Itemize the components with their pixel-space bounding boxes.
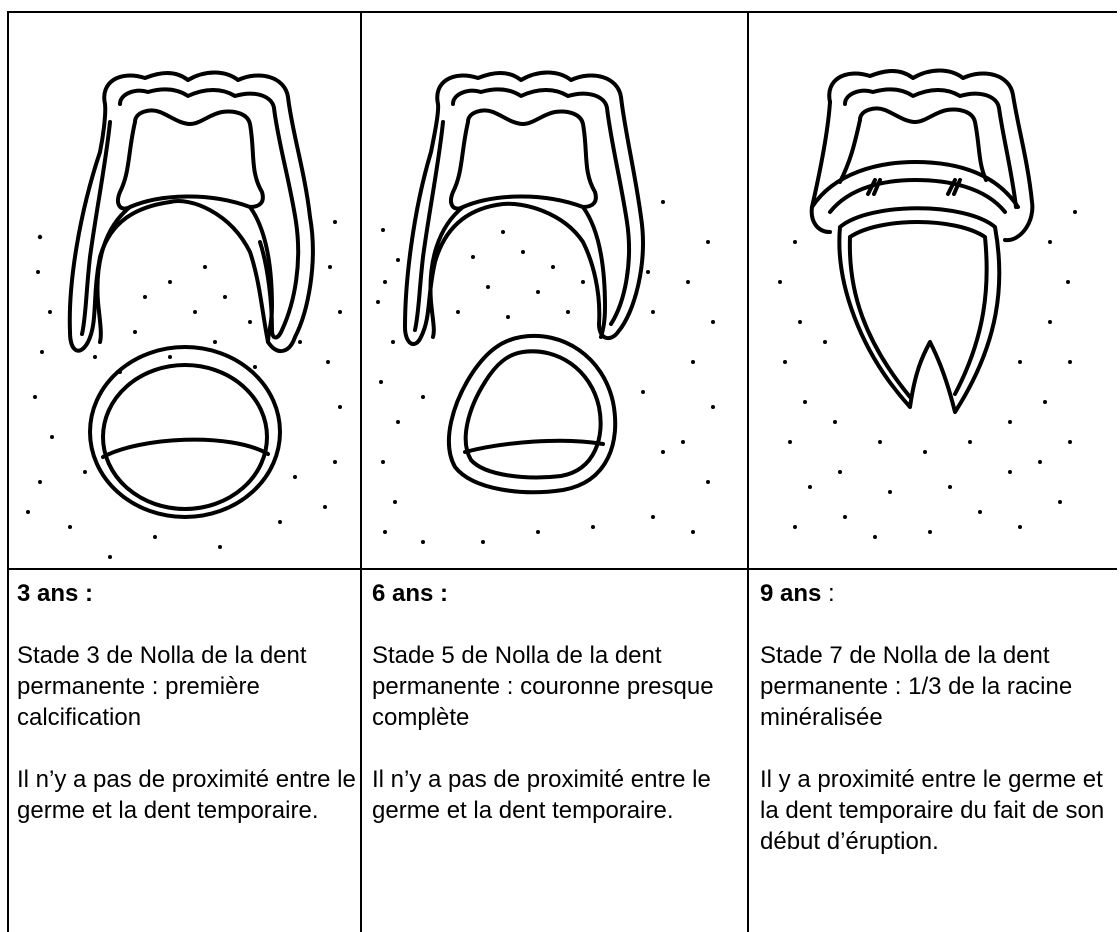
cell-3-ans: 3 ans : Stade 3 de Nolla de la dent perm… xyxy=(17,578,357,857)
age-heading: 6 ans : xyxy=(372,578,742,609)
table-row-divider xyxy=(7,568,1117,570)
illustration-stage-5 xyxy=(363,12,746,567)
table-left-border xyxy=(7,11,9,932)
table-col-divider-2 xyxy=(747,11,749,932)
tooth-drawing-9-ans xyxy=(750,12,1117,567)
tooth-drawing-3-ans xyxy=(10,12,360,567)
cell-9-ans: 9 ans : Stade 7 de Nolla de la dent perm… xyxy=(760,578,1115,888)
proximity-text: Il y a proximité entre le germe et la de… xyxy=(760,764,1115,857)
age-heading: 9 ans : xyxy=(760,578,1115,609)
table-col-divider-1 xyxy=(360,11,362,932)
cell-6-ans: 6 ans : Stade 5 de Nolla de la dent perm… xyxy=(372,578,742,857)
nolla-stage-text: Stade 5 de Nolla de la dent permanente :… xyxy=(372,640,742,733)
tooth-drawing-6-ans xyxy=(363,12,746,567)
age-heading: 3 ans : xyxy=(17,578,357,609)
illustration-stage-7 xyxy=(750,12,1117,567)
proximity-text: Il n’y a pas de proximité entre le germe… xyxy=(17,764,357,826)
illustration-stage-3 xyxy=(10,12,360,567)
nolla-stage-text: Stade 3 de Nolla de la dent permanente :… xyxy=(17,640,357,733)
bone-dots xyxy=(778,210,1077,539)
proximity-text: Il n’y a pas de proximité entre le germe… xyxy=(372,764,742,826)
nolla-stage-text: Stade 7 de Nolla de la dent permanente :… xyxy=(760,640,1115,733)
